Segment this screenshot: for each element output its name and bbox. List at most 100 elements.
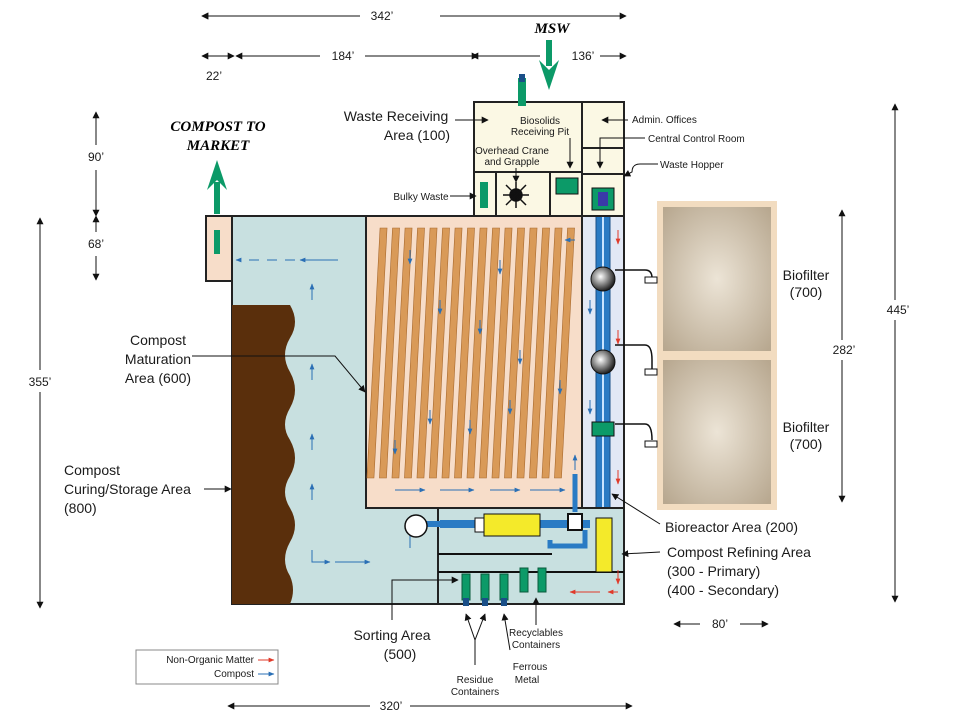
bulky-waste-conveyor bbox=[480, 182, 488, 208]
sorting-label-1: Sorting Area bbox=[353, 627, 430, 643]
maturation-label-1: Compost bbox=[130, 332, 186, 348]
hopper-unit-core bbox=[598, 192, 608, 206]
container-caps bbox=[463, 598, 507, 606]
biofilter-2 bbox=[657, 354, 777, 510]
ferrous-label-2: Metal bbox=[515, 675, 539, 686]
legend-non-organic-label: Non-Organic Matter bbox=[166, 655, 254, 666]
legend-compost-label: Compost bbox=[214, 669, 254, 680]
windrow bbox=[466, 227, 488, 479]
msw-inlet-conveyor bbox=[518, 78, 526, 106]
ferrous-label-1: Ferrous bbox=[513, 662, 547, 673]
bioreactor-drum-1 bbox=[590, 266, 616, 292]
windrow bbox=[504, 227, 525, 479]
maturation-label-3: Area (600) bbox=[125, 370, 191, 386]
windrow bbox=[491, 227, 513, 479]
maturation-label-2: Maturation bbox=[125, 351, 191, 367]
residue-label-1: Residue bbox=[457, 675, 494, 686]
dim-main-height: 355’ bbox=[29, 375, 52, 389]
dim-bottom-width: 320’ bbox=[380, 699, 403, 713]
msw-inflow-arrow bbox=[539, 40, 559, 90]
duct-inlet-2 bbox=[644, 368, 658, 376]
windrow bbox=[366, 227, 388, 479]
recyclables-label-1: Recyclables bbox=[509, 628, 563, 639]
residue-label-2: Containers bbox=[451, 687, 499, 698]
bioreactor-drum-2 bbox=[590, 349, 616, 375]
trommel-screen bbox=[404, 514, 428, 538]
refining-label-3: (400 - Secondary) bbox=[667, 582, 779, 598]
windrow bbox=[391, 227, 413, 479]
sorting-red-arrows bbox=[569, 570, 621, 595]
duct-inlet-1 bbox=[644, 276, 658, 284]
compost-to-market-label-2: MARKET bbox=[186, 138, 250, 154]
maturation-windrows bbox=[366, 227, 575, 479]
waste-receiving-number: Area (100) bbox=[384, 127, 450, 143]
bioreactor-red-flow-arrows bbox=[587, 230, 621, 485]
dim-total-width: 342’ bbox=[371, 9, 394, 23]
windrow bbox=[554, 227, 575, 479]
windrow bbox=[541, 227, 563, 479]
windrow bbox=[429, 227, 450, 479]
bulky-waste-label: Bulky Waste bbox=[393, 192, 449, 203]
overhead-crane-label-1: Overhead Crane bbox=[475, 146, 549, 157]
compost-to-market-label-1: COMPOST TO bbox=[170, 119, 265, 135]
bioreactor-discharge-unit bbox=[591, 421, 615, 437]
sorting-containers bbox=[461, 567, 547, 601]
maturation-compost-arrows bbox=[392, 237, 578, 493]
overhead-crane-label-2: and Grapple bbox=[484, 157, 539, 168]
refining-label-1: Compost Refining Area bbox=[667, 544, 811, 560]
duct-inlet-3 bbox=[644, 440, 658, 448]
compost-pile bbox=[232, 305, 295, 604]
admin-offices-label: Admin. Offices bbox=[632, 115, 697, 126]
refining-separator bbox=[567, 513, 583, 531]
dim-right-width: 136’ bbox=[572, 49, 595, 63]
biosolids-label-1: Biosolids bbox=[520, 116, 560, 127]
admin-offices-room bbox=[581, 101, 625, 149]
biofilter-2-number: (700) bbox=[790, 436, 823, 452]
biofilter-1-number: (700) bbox=[790, 284, 823, 300]
dim-biofilter-height: 282’ bbox=[833, 343, 856, 357]
dim-left-offset: 22’ bbox=[206, 69, 222, 83]
recyclables-label-2: Containers bbox=[512, 640, 560, 651]
secondary-refining-yellow bbox=[595, 517, 613, 573]
screen-inlet bbox=[474, 517, 485, 533]
windrow bbox=[479, 227, 500, 479]
windrow bbox=[379, 227, 400, 479]
msw-label: MSW bbox=[533, 21, 571, 37]
biofilter-ducts bbox=[615, 269, 653, 441]
callout-leaders bbox=[192, 116, 661, 665]
waste-receiving-area bbox=[473, 101, 583, 217]
dim-total-height: 445’ bbox=[887, 303, 910, 317]
overhead-crane-icon bbox=[503, 182, 529, 208]
central-control-room bbox=[581, 147, 625, 175]
dim-top-height: 90’ bbox=[88, 150, 104, 164]
sorting-label-2: (500) bbox=[384, 646, 417, 662]
dim-left-width: 184’ bbox=[332, 49, 355, 63]
dimension-lines bbox=[36, 12, 899, 710]
biofilter-1-label: Biofilter bbox=[783, 267, 830, 283]
waste-receiving-label: Waste Receiving bbox=[344, 108, 449, 124]
compost-outflow-arrow bbox=[207, 160, 227, 214]
curing-label-3: (800) bbox=[64, 500, 97, 516]
refining-screen-yellow bbox=[483, 513, 541, 537]
central-control-label: Central Control Room bbox=[648, 134, 745, 145]
windrow bbox=[516, 227, 538, 479]
bioreactor-label: Bioreactor Area (200) bbox=[665, 519, 798, 535]
legend: Non-Organic Matter Compost bbox=[135, 649, 279, 685]
biosolids-pit bbox=[555, 177, 579, 195]
windrow bbox=[404, 227, 425, 479]
msw-inlet-cap bbox=[519, 74, 525, 82]
biofilter-1 bbox=[657, 201, 777, 357]
windrow bbox=[416, 227, 438, 479]
dim-biofilter-width: 80’ bbox=[712, 617, 728, 631]
biosolids-label-2: Receiving Pit bbox=[511, 127, 570, 138]
windrow bbox=[454, 227, 475, 479]
curing-compost-flow-arrows bbox=[235, 257, 411, 565]
dim-tunnel-height: 68’ bbox=[88, 237, 104, 251]
curing-label-2: Curing/Storage Area bbox=[64, 481, 191, 497]
curing-label-1: Compost bbox=[64, 462, 120, 478]
biofilter-2-label: Biofilter bbox=[783, 419, 830, 435]
tunnel-outlet-conveyor bbox=[214, 230, 220, 254]
windrow bbox=[529, 227, 550, 479]
refining-label-2: (300 - Primary) bbox=[667, 563, 760, 579]
